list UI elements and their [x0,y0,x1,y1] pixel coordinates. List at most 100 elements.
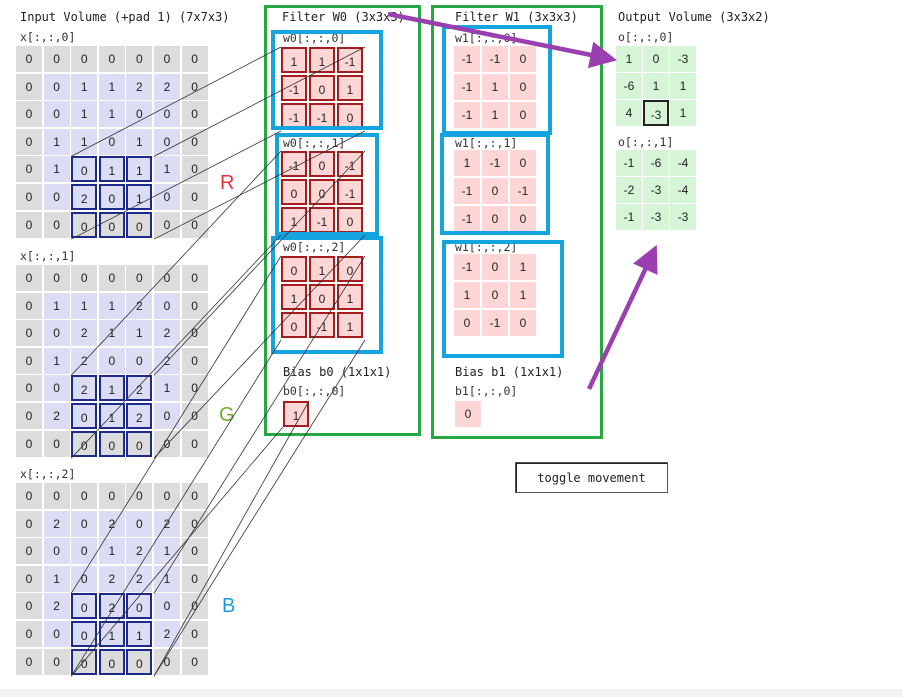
grid-cell: 0 [16,292,42,319]
grid-cell: 0 [309,179,335,205]
grid-cell: -3 [643,100,669,126]
grid-cell: 0 [43,320,70,347]
grid-cell: -3 [670,204,696,230]
grid-cell: 0 [126,265,153,291]
grid-cell: 0 [43,211,70,238]
grid-cell: 0 [281,179,307,205]
grid-cell: 0 [71,648,98,675]
grid-cell: 0 [126,430,153,457]
grid-cell: 0 [16,347,42,374]
grid-cell: -1 [337,47,363,73]
grid-cell: -1 [281,151,307,177]
filter0-slice-box [275,133,379,236]
grid-cell: 1 [71,128,98,155]
grid-cell: 0 [16,184,42,210]
grid-cell: 0 [181,46,208,72]
grid-cell: 2 [126,403,153,429]
grid-cell: 0 [98,648,125,675]
grid-cell: 1 [98,403,125,429]
grid-cell: -6 [643,150,669,176]
grid-cell: 1 [98,320,125,347]
grid-cell: 0 [281,256,307,282]
grid-cell: 0 [98,483,125,509]
grid-cell: 1 [454,282,480,308]
grid-cell: -3 [643,204,669,230]
grid-cell: 0 [16,46,42,72]
grid-cell: 0 [126,211,153,238]
grid-cell: -4 [670,177,696,203]
grid-cell: 0 [482,254,508,280]
grid-cell: 0 [181,184,208,210]
grid-cell: -4 [670,150,696,176]
grid-cell: 0 [337,256,363,282]
grid-cell: 2 [43,593,70,620]
grid-cell: 0 [71,403,98,429]
grid-cell: 0 [16,510,42,537]
input-slice-label: x[:,:,0] [20,30,76,44]
grid-cell: -1 [482,150,508,176]
grid-cell: 2 [126,538,153,565]
grid-cell: 1 [154,538,180,565]
grid-cell: 2 [126,375,153,402]
grid-cell: -1 [482,310,508,336]
grid-cell: 1 [616,46,642,72]
grid-cell: 1 [454,150,480,176]
grid-cell: 0 [16,403,42,429]
grid-cell: 0 [482,178,508,204]
grid-cell: 1 [43,565,70,592]
toggle-movement-button[interactable]: toggle movement [515,462,668,493]
grid-cell: 0 [181,73,208,100]
grid-cell: 0 [16,375,42,402]
bias0-value: 1 [283,401,309,427]
grid-cell: -1 [510,178,536,204]
filter1-slice-box [440,133,550,235]
grid-cell: 0 [98,265,125,291]
grid-cell: 0 [482,282,508,308]
grid-cell: -1 [454,206,480,232]
grid-cell: 0 [71,265,98,291]
connector-line [153,339,366,677]
grid-cell: 0 [16,128,42,155]
grid-cell: 2 [71,320,98,347]
output-slice-label: o[:,:,1] [618,135,674,149]
filter0-slice-label: w0[:,:,2] [283,240,346,254]
grid-cell: 0 [43,265,70,291]
grid-cell: -1 [337,179,363,205]
grid-cell: 0 [181,265,208,291]
grid-cell: 0 [43,538,70,565]
grid-cell: 1 [126,184,153,210]
grid-cell: 0 [16,430,42,457]
grid-cell: 0 [16,73,42,100]
grid-cell: -1 [616,204,642,230]
bias1-label: b1[:,:,0] [455,384,518,398]
channel-label-b: B [222,595,236,617]
connector-line [153,234,366,459]
grid-cell: 1 [71,101,98,128]
grid-cell: -1 [454,46,480,72]
grid-cell: -3 [643,177,669,203]
grid-cell: 0 [181,375,208,402]
grid-cell: 0 [181,128,208,155]
filter0-slice-label: w0[:,:,0] [283,31,346,45]
grid-cell: 0 [43,101,70,128]
page-bottom-strip [0,689,902,697]
grid-cell: 0 [98,128,125,155]
connector-line [153,400,310,677]
connector-line [70,426,284,677]
grid-cell: 0 [154,593,180,620]
grid-cell: 0 [643,46,669,72]
grid-cell: -1 [454,254,480,280]
grid-cell: 0 [181,156,208,183]
input-slice-label: x[:,:,2] [20,467,76,481]
grid-cell: 1 [71,292,98,319]
grid-cell: 0 [181,483,208,509]
grid-cell: -1 [616,150,642,176]
filter0-box [264,5,421,436]
grid-cell: 0 [16,156,42,183]
bias1-value: 0 [455,401,481,427]
grid-cell: 0 [181,101,208,128]
grid-cell: 0 [98,347,125,374]
grid-cell: 0 [154,184,180,210]
connector-line [71,46,282,157]
grid-cell: 1 [154,565,180,592]
